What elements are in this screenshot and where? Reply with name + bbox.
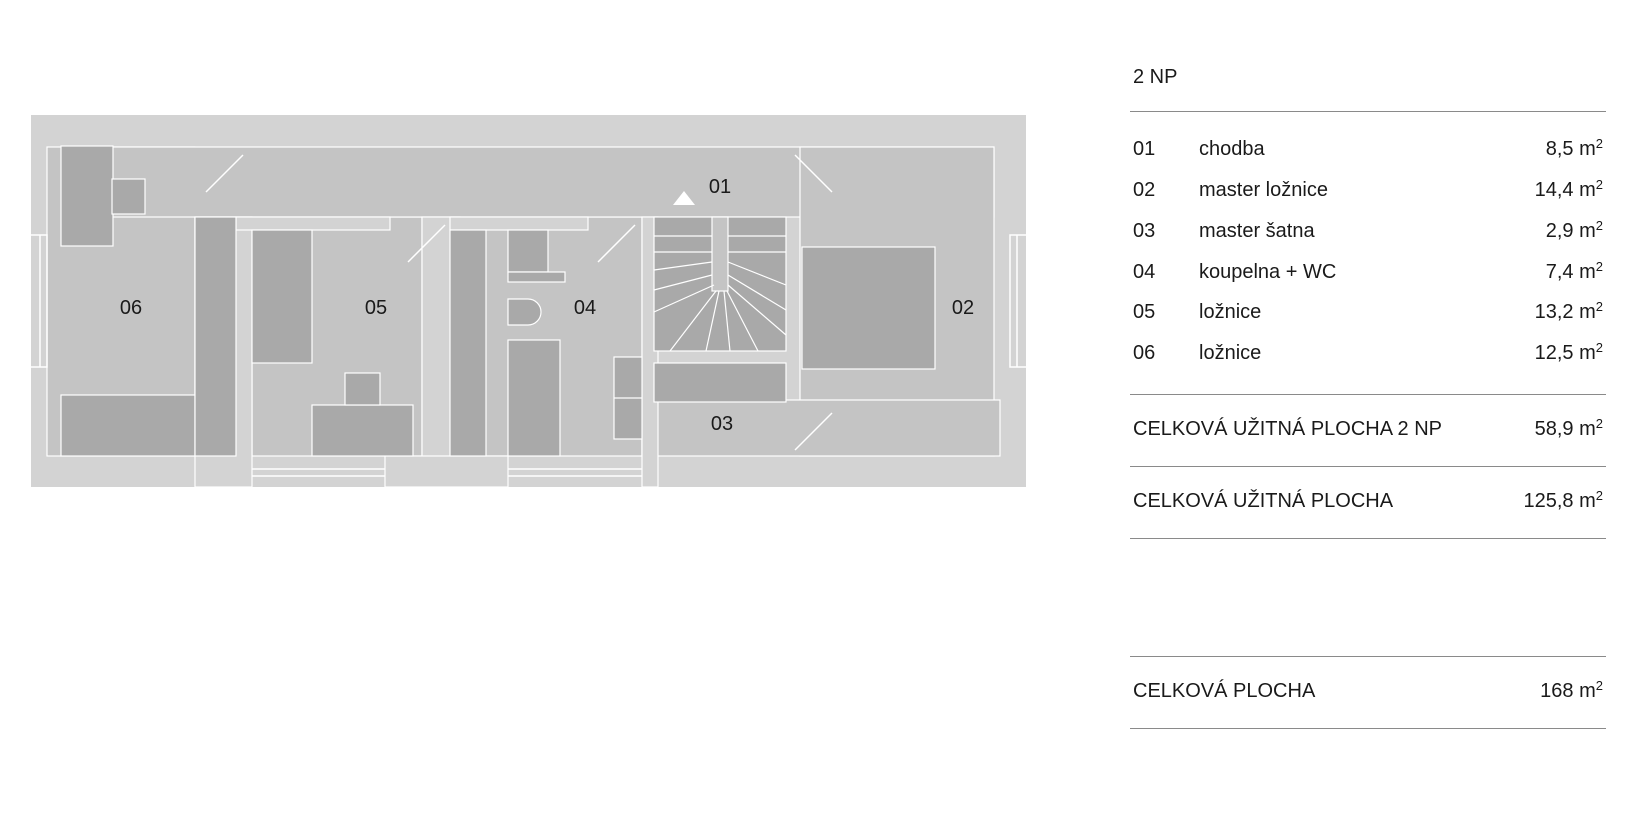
floor-usable-area-value: 58,9 m2 [1534,416,1603,440]
wardrobe-05 [449,229,487,457]
room-name: master ložnice [1199,179,1328,201]
floor-title: 2 NP [1133,66,1178,88]
room-area: 8,5 m2 [1545,136,1603,160]
wardrobe-03 [653,362,787,403]
total-area-value: 168 m2 [1540,678,1603,702]
room-row: 06 ložnice 12,5 m2 [1130,340,1606,372]
divider [1130,394,1606,395]
room-label-01: 01 [709,176,731,198]
nightstand-06 [111,178,146,215]
divider [1130,466,1606,467]
bed-02 [801,246,936,370]
room-label-04: 04 [574,297,596,319]
room-name: master šatna [1199,220,1315,242]
room-row: 03 master šatna 2,9 m2 [1130,218,1606,250]
room-row: 01 chodba 8,5 m2 [1130,136,1606,168]
chair-05 [344,372,381,406]
door-swings [205,154,833,451]
usable-area-label: CELKOVÁ UŽITNÁ PLOCHA [1133,490,1394,512]
room-number: 03 [1133,220,1156,242]
wardrobe-06 [60,145,114,247]
room-number: 02 [1133,179,1156,201]
divider [1130,538,1606,539]
room-label-06: 06 [120,297,142,319]
divider [1130,656,1606,657]
room-area: 12,5 m2 [1534,340,1603,364]
room-label-05: 05 [365,297,387,319]
room-area: 13,2 m2 [1534,299,1603,323]
floor-usable-area-label: CELKOVÁ UŽITNÁ PLOCHA 2 NP [1133,418,1442,440]
room-name: chodba [1199,138,1265,160]
divider [1130,111,1606,112]
stair-direction-arrow-icon [673,191,695,205]
washbasin [507,298,542,326]
room-row: 02 master ložnice 14,4 m2 [1130,177,1606,209]
room-03-floor [641,399,1001,457]
room-area: 14,4 m2 [1534,177,1603,201]
room-label-02: 02 [952,297,974,319]
room-number: 06 [1133,342,1156,364]
floor-plan: 01 02 03 04 05 06 [31,115,1026,488]
room-number: 01 [1133,138,1156,160]
usable-area-value: 125,8 m2 [1523,488,1603,512]
desk-05 [311,404,414,457]
room-name: koupelna + WC [1199,261,1337,283]
room-row: 05 ložnice 13,2 m2 [1130,299,1606,331]
room-number: 04 [1133,261,1156,283]
windows [31,234,1026,477]
total-area-label: CELKOVÁ PLOCHA [1133,680,1316,702]
shelf-04 [507,271,566,283]
staircase [653,216,787,352]
room-area: 2,9 m2 [1545,218,1603,242]
wardrobe-tall-06 [194,216,237,457]
divider [1130,728,1606,729]
room-label-03: 03 [711,413,733,435]
room-row: 04 koupelna + WC 7,4 m2 [1130,259,1606,291]
bed-05 [251,229,313,364]
room-number: 05 [1133,301,1156,323]
room-name: ložnice [1199,342,1262,364]
wc [507,229,549,273]
furniture [60,145,936,457]
room-area: 7,4 m2 [1545,259,1603,283]
room-name: ložnice [1199,301,1262,323]
shower [507,339,561,457]
bed-06 [60,394,196,457]
